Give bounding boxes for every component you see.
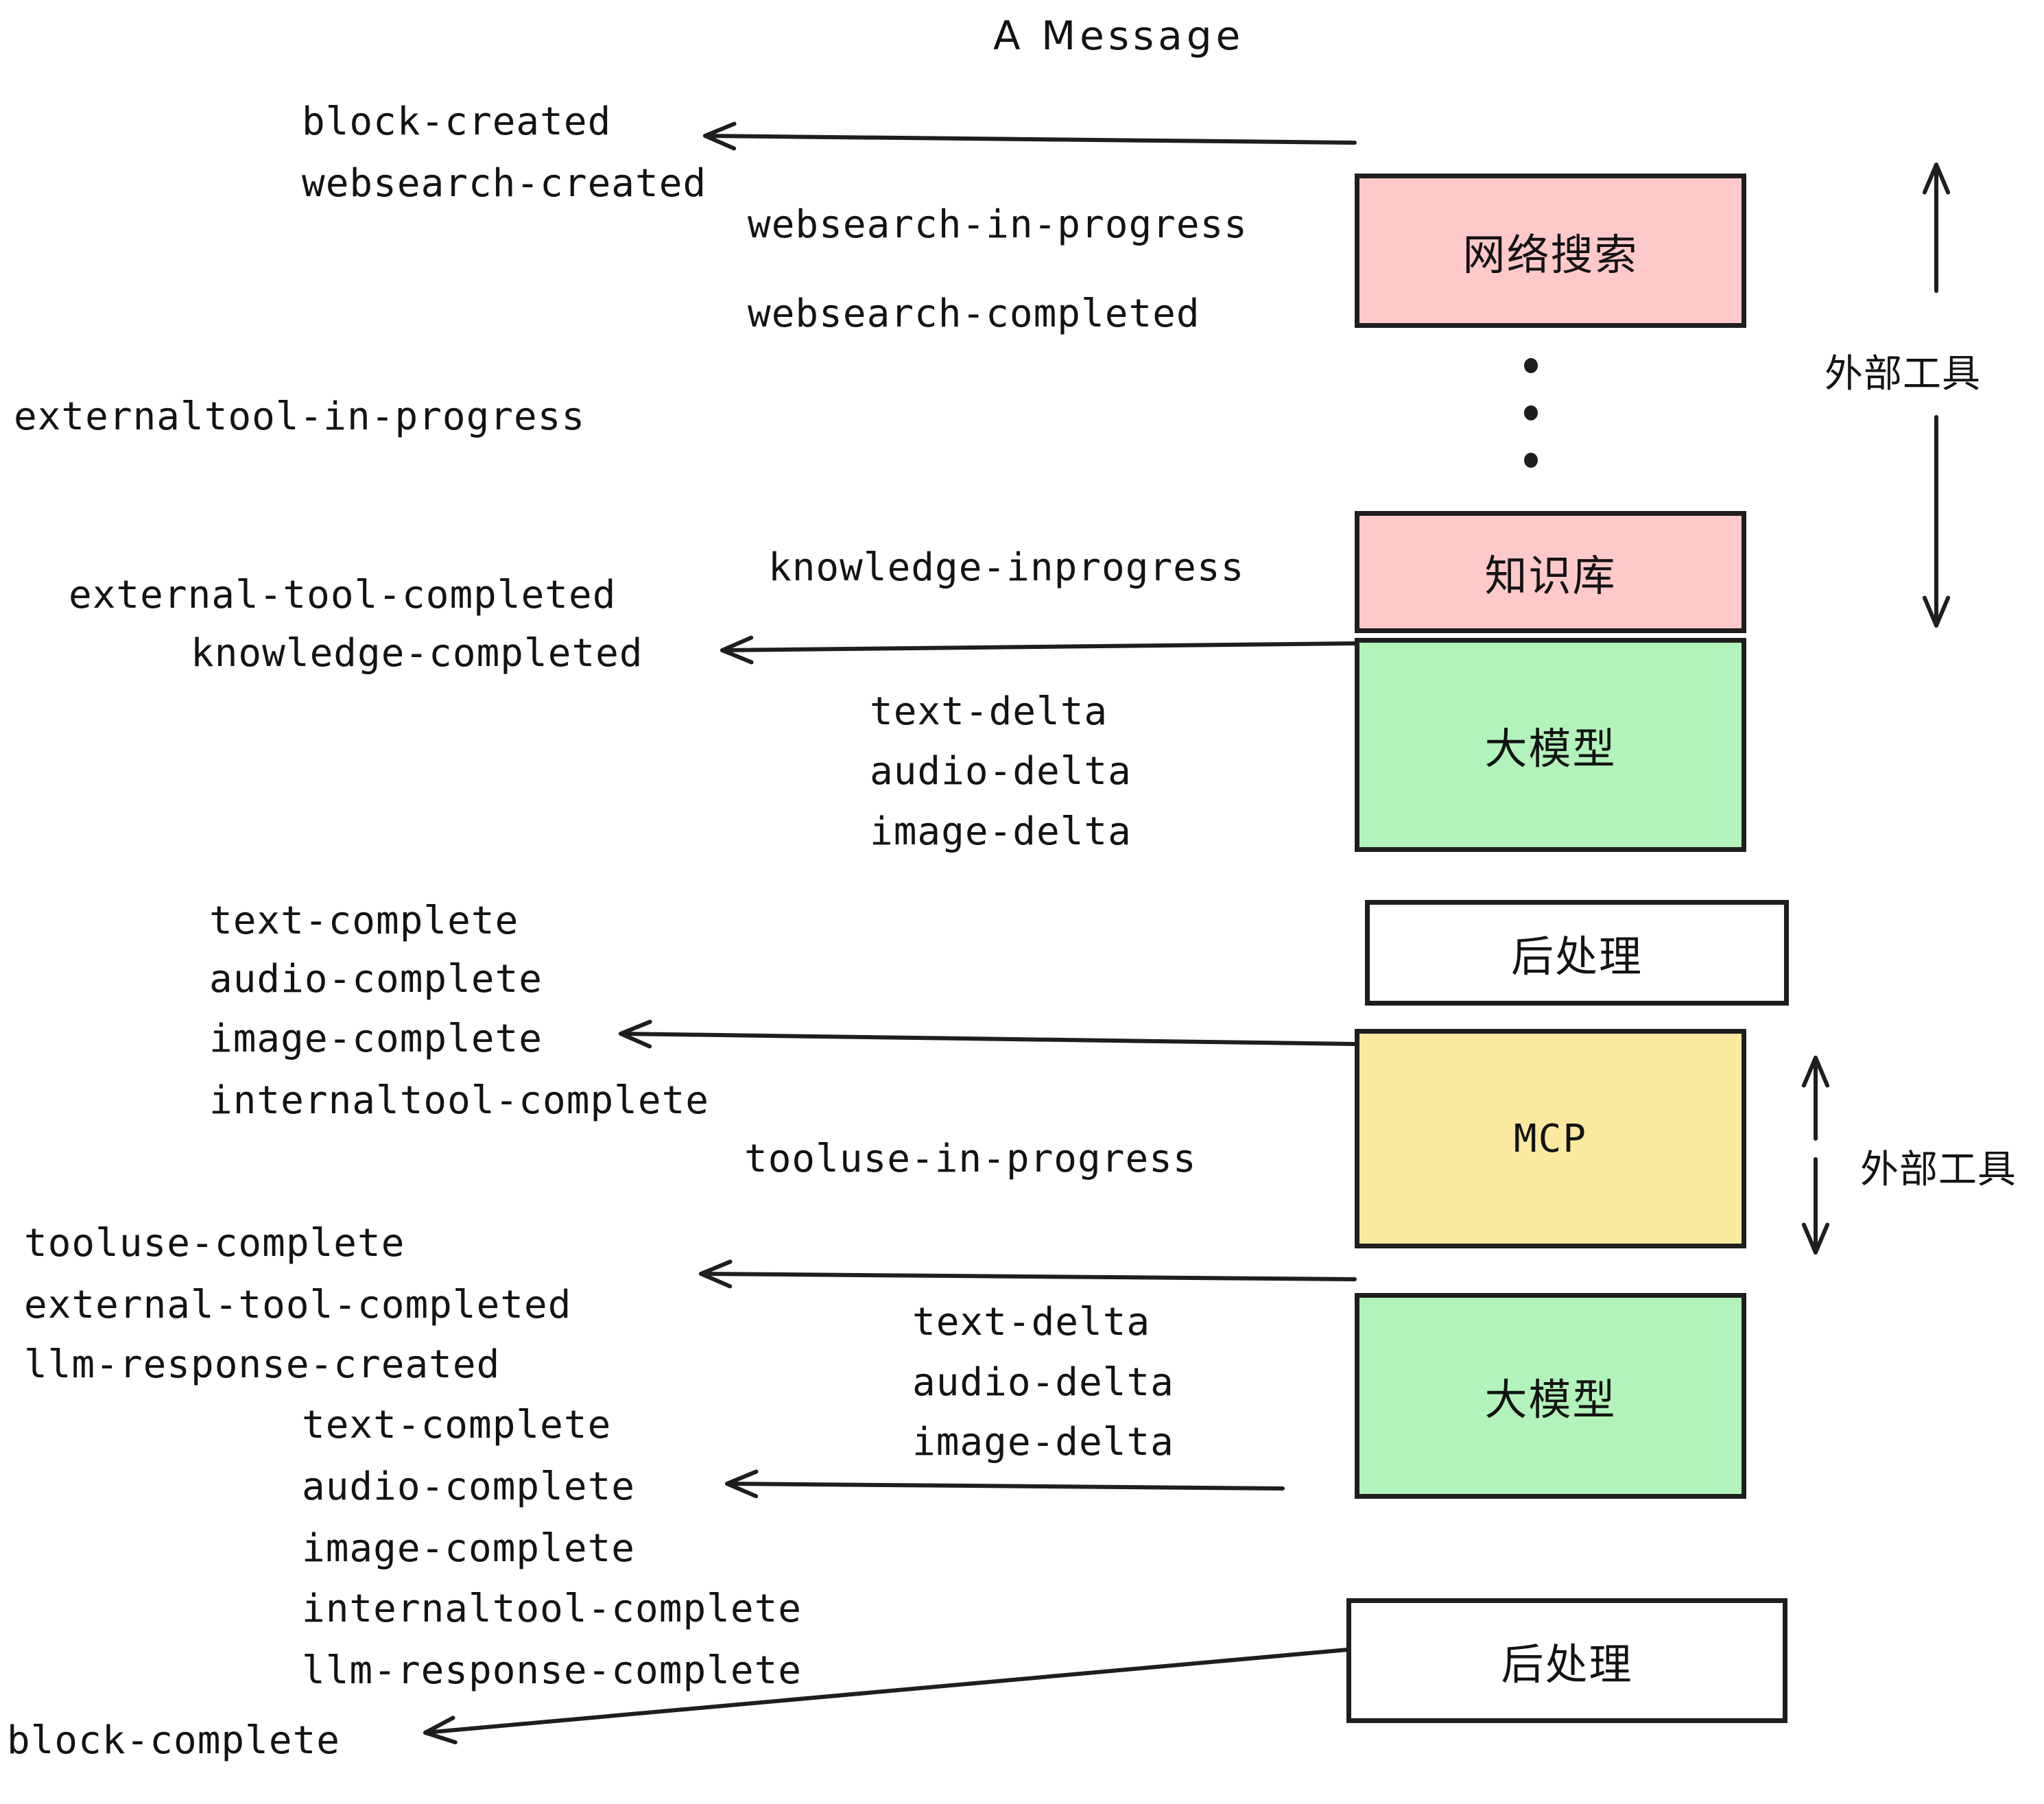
arrow-block-created-line: [703, 134, 1357, 145]
arrow-image-complete-line: [619, 1032, 1357, 1046]
arrow-audio-complete-line: [725, 1482, 1285, 1491]
event-label: websearch-in-progress: [748, 202, 1248, 247]
side-label-external-tool-bottom: 外部工具: [1860, 1148, 2017, 1192]
event-label: audio-complete: [209, 957, 543, 1001]
box-knowledge: 知识库: [1355, 511, 1746, 633]
event-label: llm-response-complete: [302, 1648, 803, 1693]
ellipsis-dot: [1524, 358, 1538, 373]
box-websearch: 网络搜索: [1355, 174, 1746, 328]
arrow-block-complete-line: [423, 1648, 1350, 1735]
external-tool-down-arrow-head: [1922, 595, 1951, 628]
event-label: block-created: [302, 99, 612, 144]
box-postprocess-2: 后处理: [1346, 1598, 1787, 1723]
event-label: websearch-completed: [748, 292, 1200, 336]
box-llm-2: 大模型: [1355, 1293, 1746, 1499]
arrow-image-complete-head: [619, 1019, 652, 1049]
box-postprocess-1: 后处理: [1365, 900, 1789, 1006]
event-label: knowledge-inprogress: [768, 545, 1245, 590]
arrow-tooluse-complete-head: [699, 1259, 733, 1289]
arrow-block-complete-head: [423, 1716, 457, 1745]
box-llm-1: 大模型: [1355, 638, 1746, 852]
event-label: text-delta: [912, 1300, 1151, 1344]
arrow-tooluse-complete-line: [699, 1272, 1357, 1281]
event-label: image-complete: [209, 1017, 543, 1061]
side-label-external-tool-top: 外部工具: [1825, 352, 1981, 396]
event-label: text-complete: [209, 899, 519, 943]
arrow-knowledge-done-line: [720, 641, 1357, 652]
event-label: block-complete: [7, 1718, 341, 1763]
page-title: A Message: [993, 12, 1245, 59]
event-label: text-complete: [302, 1403, 612, 1447]
event-label: audio-complete: [302, 1464, 636, 1509]
event-label: image-delta: [912, 1420, 1174, 1464]
box-mcp: MCP: [1355, 1029, 1746, 1248]
event-label: tooluse-complete: [24, 1221, 405, 1266]
ellipsis-dot: [1524, 453, 1538, 468]
event-label: external-tool-completed: [24, 1283, 572, 1327]
external-tool-up-arrow-head: [1922, 163, 1951, 195]
event-label: llm-response-created: [24, 1342, 501, 1387]
arrow-knowledge-done-head: [720, 635, 754, 665]
ellipsis-dot: [1524, 405, 1538, 420]
event-label: knowledge-completed: [191, 631, 643, 676]
event-label: websearch-created: [302, 161, 707, 206]
event-label: image-delta: [870, 809, 1132, 854]
event-label: internaltool-complete: [209, 1078, 710, 1123]
event-label: image-complete: [302, 1526, 636, 1571]
vertical-ellipsis-icon: [1524, 358, 1538, 468]
event-label: text-delta: [870, 689, 1108, 734]
event-label: audio-delta: [870, 749, 1132, 794]
event-label: tooluse-in-progress: [744, 1137, 1197, 1181]
event-label: external-tool-completed: [69, 573, 617, 617]
event-label: audio-delta: [912, 1360, 1174, 1405]
mcp-external-up-arrow-head: [1801, 1056, 1830, 1088]
event-label: internaltool-complete: [302, 1587, 803, 1631]
event-label: externaltool-in-progress: [14, 394, 586, 439]
arrow-audio-complete-head: [725, 1469, 759, 1499]
mcp-external-down-arrow-head: [1801, 1222, 1830, 1255]
arrow-block-created-head: [703, 121, 737, 151]
